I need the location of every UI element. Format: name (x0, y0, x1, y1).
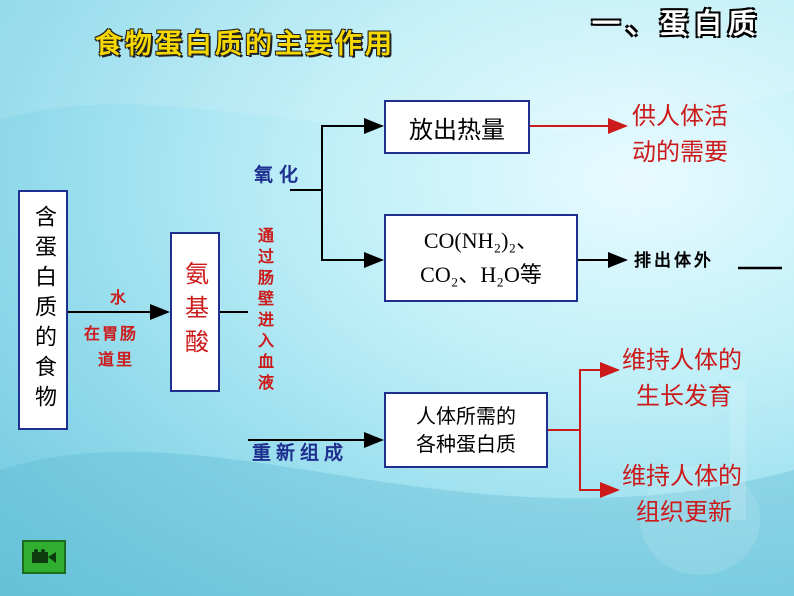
waste-products-box: CO(NH₂)₂、 CO₂、H₂O等 (384, 214, 578, 302)
protein-line2: 各种蛋白质 (416, 432, 516, 456)
food-box: 含蛋白质的食物 (18, 190, 68, 430)
camera-glyph (32, 549, 56, 563)
tissue-line2: 组织更新 (636, 498, 732, 526)
gut-label-line2: 道里 (98, 350, 135, 369)
food-label: 含蛋白质的食物 (31, 205, 56, 415)
amino-acid-label: 氨基酸 (180, 261, 209, 363)
waste-line2: CO₂、H₂O等 (420, 262, 542, 287)
growth-line2: 生长发育 (636, 382, 732, 410)
release-heat-box: 放出热量 (384, 100, 530, 154)
release-heat-label: 放出热量 (409, 115, 505, 144)
tissue-line1: 维持人体的 (622, 462, 742, 490)
section-heading: 一、蛋白质 (592, 7, 763, 40)
activity-line2: 动的需要 (632, 138, 728, 166)
oxidation-label: 氧化 (254, 164, 305, 186)
recombine-label: 重新组成 (252, 442, 349, 464)
activity-line1: 供人体活 (632, 102, 728, 130)
water-label: 水 (110, 288, 127, 307)
growth-line1: 维持人体的 (622, 346, 742, 374)
amino-acid-box: 氨基酸 (170, 232, 220, 392)
gut-label-line1: 在胃肠 (84, 324, 139, 343)
protein-line1: 人体所需的 (416, 404, 516, 428)
absorption-label: 通过肠壁进入血液 (255, 227, 274, 395)
film-camera-icon[interactable] (22, 540, 66, 574)
page-title: 食物蛋白质的主要作用 (95, 29, 395, 60)
waste-line1: CO(NH₂)₂、 (423, 228, 539, 253)
excrete-label: 排出体外 (634, 251, 714, 271)
body-protein-box: 人体所需的 各种蛋白质 (384, 392, 548, 468)
